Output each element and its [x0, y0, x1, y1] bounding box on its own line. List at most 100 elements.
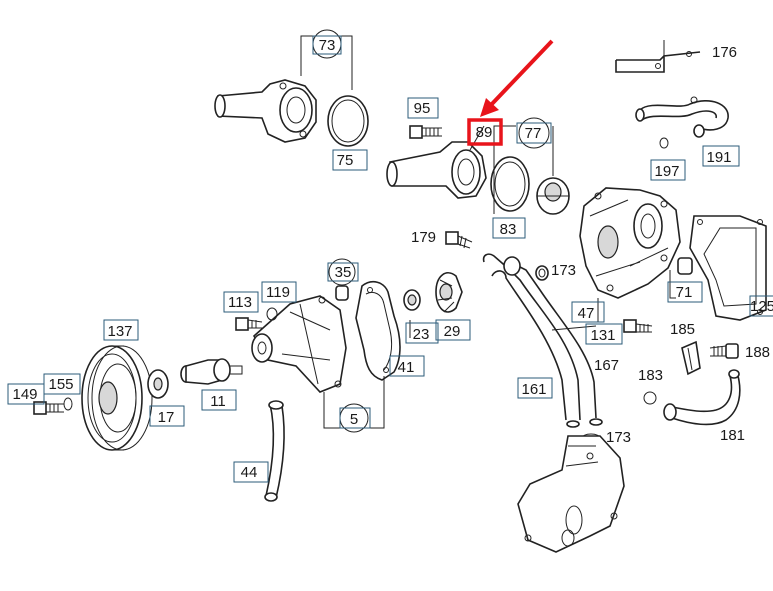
bolt-95	[409, 125, 442, 139]
bearing-23	[403, 289, 421, 311]
svg-text:83: 83	[500, 221, 517, 238]
svg-text:29: 29	[444, 323, 461, 340]
label-191: 191	[702, 145, 740, 167]
label-5: 5	[339, 403, 371, 433]
label-131: 131	[585, 323, 623, 345]
svg-text:95: 95	[414, 100, 431, 117]
thermostat-77	[536, 177, 570, 215]
label-47: 47	[571, 301, 605, 323]
svg-text:5: 5	[350, 411, 358, 428]
svg-text:41: 41	[398, 359, 415, 376]
highlight-arrow	[480, 39, 554, 117]
lower-housing	[517, 435, 625, 553]
svg-text:173: 173	[551, 262, 576, 279]
label-185: 185	[670, 321, 695, 338]
label-77: 77	[516, 117, 552, 149]
label-125: 125	[749, 295, 773, 317]
label-119: 119	[261, 281, 297, 303]
label-11: 11	[201, 389, 237, 411]
label-75: 75	[332, 149, 368, 171]
label-29: 29	[435, 319, 471, 341]
svg-text:77: 77	[525, 125, 542, 142]
seal-119	[266, 307, 278, 321]
svg-text:17: 17	[158, 409, 175, 426]
label-149: 149	[7, 383, 45, 405]
water-pump-body	[251, 295, 347, 393]
label-183: 183	[638, 367, 663, 384]
spacer-11	[180, 358, 243, 385]
bolt-179	[445, 231, 473, 249]
label-41: 41	[389, 355, 425, 377]
label-95: 95	[407, 97, 439, 119]
bracket-176	[615, 40, 701, 73]
svg-text:167: 167	[594, 357, 619, 374]
svg-text:71: 71	[676, 284, 693, 301]
label-179: 179	[411, 229, 436, 246]
bolt-149	[33, 401, 64, 415]
svg-text:183: 183	[638, 367, 663, 384]
hub-17	[147, 369, 169, 399]
seal-183	[643, 391, 657, 405]
gasket-125	[689, 215, 767, 321]
water-pump-housing-47	[579, 187, 681, 299]
label-73: 73	[312, 29, 342, 59]
label-23: 23	[405, 322, 439, 344]
gasket-41	[355, 280, 401, 381]
bracket-185	[681, 340, 701, 376]
seal-197	[659, 137, 669, 149]
svg-text:119: 119	[266, 284, 290, 301]
svg-text:161: 161	[521, 381, 546, 398]
pulley-137	[81, 345, 153, 451]
label-188: 188	[745, 344, 770, 361]
svg-text:125: 125	[750, 298, 773, 315]
label-113: 113	[223, 291, 259, 313]
svg-text:47: 47	[578, 305, 595, 322]
washer-155	[63, 397, 73, 411]
svg-text:176: 176	[712, 44, 737, 61]
label-167: 167	[594, 357, 619, 374]
impeller-29	[435, 272, 463, 313]
svg-text:23: 23	[413, 326, 430, 343]
svg-text:149: 149	[12, 386, 37, 403]
thermostat-housing-73	[214, 79, 317, 143]
bushing-35	[335, 285, 349, 301]
svg-text:11: 11	[210, 393, 226, 410]
svg-text:113: 113	[228, 294, 252, 311]
gasket-83	[490, 156, 530, 212]
label-35: 35	[327, 258, 359, 286]
svg-text:73: 73	[319, 37, 336, 54]
svg-text:44: 44	[241, 464, 258, 481]
svg-text:179: 179	[411, 229, 436, 246]
thermostat-cover	[386, 141, 487, 199]
label-176: 176	[712, 44, 737, 61]
label-137: 137	[103, 319, 139, 341]
svg-text:188: 188	[745, 344, 770, 361]
svg-text:75: 75	[337, 152, 354, 169]
svg-text:131: 131	[590, 327, 615, 344]
label-161: 161	[517, 377, 553, 399]
svg-text:173: 173	[606, 429, 631, 446]
label-173-upper: 173	[551, 262, 576, 279]
svg-text:197: 197	[654, 163, 679, 180]
label-197: 197	[650, 159, 686, 181]
svg-text:185: 185	[670, 321, 695, 338]
svg-text:89: 89	[476, 124, 493, 141]
bushing-71	[677, 257, 693, 275]
svg-text:181: 181	[720, 427, 745, 444]
svg-text:35: 35	[335, 264, 352, 281]
label-181: 181	[720, 427, 745, 444]
pipe-161	[482, 253, 603, 443]
bolt-188	[709, 343, 739, 359]
label-155: 155	[43, 373, 81, 395]
bolt-113	[235, 317, 263, 331]
hose-44	[264, 400, 285, 502]
label-83: 83	[492, 217, 526, 239]
hose-191	[635, 96, 729, 138]
label-44: 44	[233, 461, 269, 483]
label-71: 71	[667, 281, 703, 303]
svg-text:191: 191	[706, 149, 731, 166]
gasket-75	[327, 95, 369, 147]
svg-text:155: 155	[48, 376, 73, 393]
bolt-131	[623, 319, 653, 333]
